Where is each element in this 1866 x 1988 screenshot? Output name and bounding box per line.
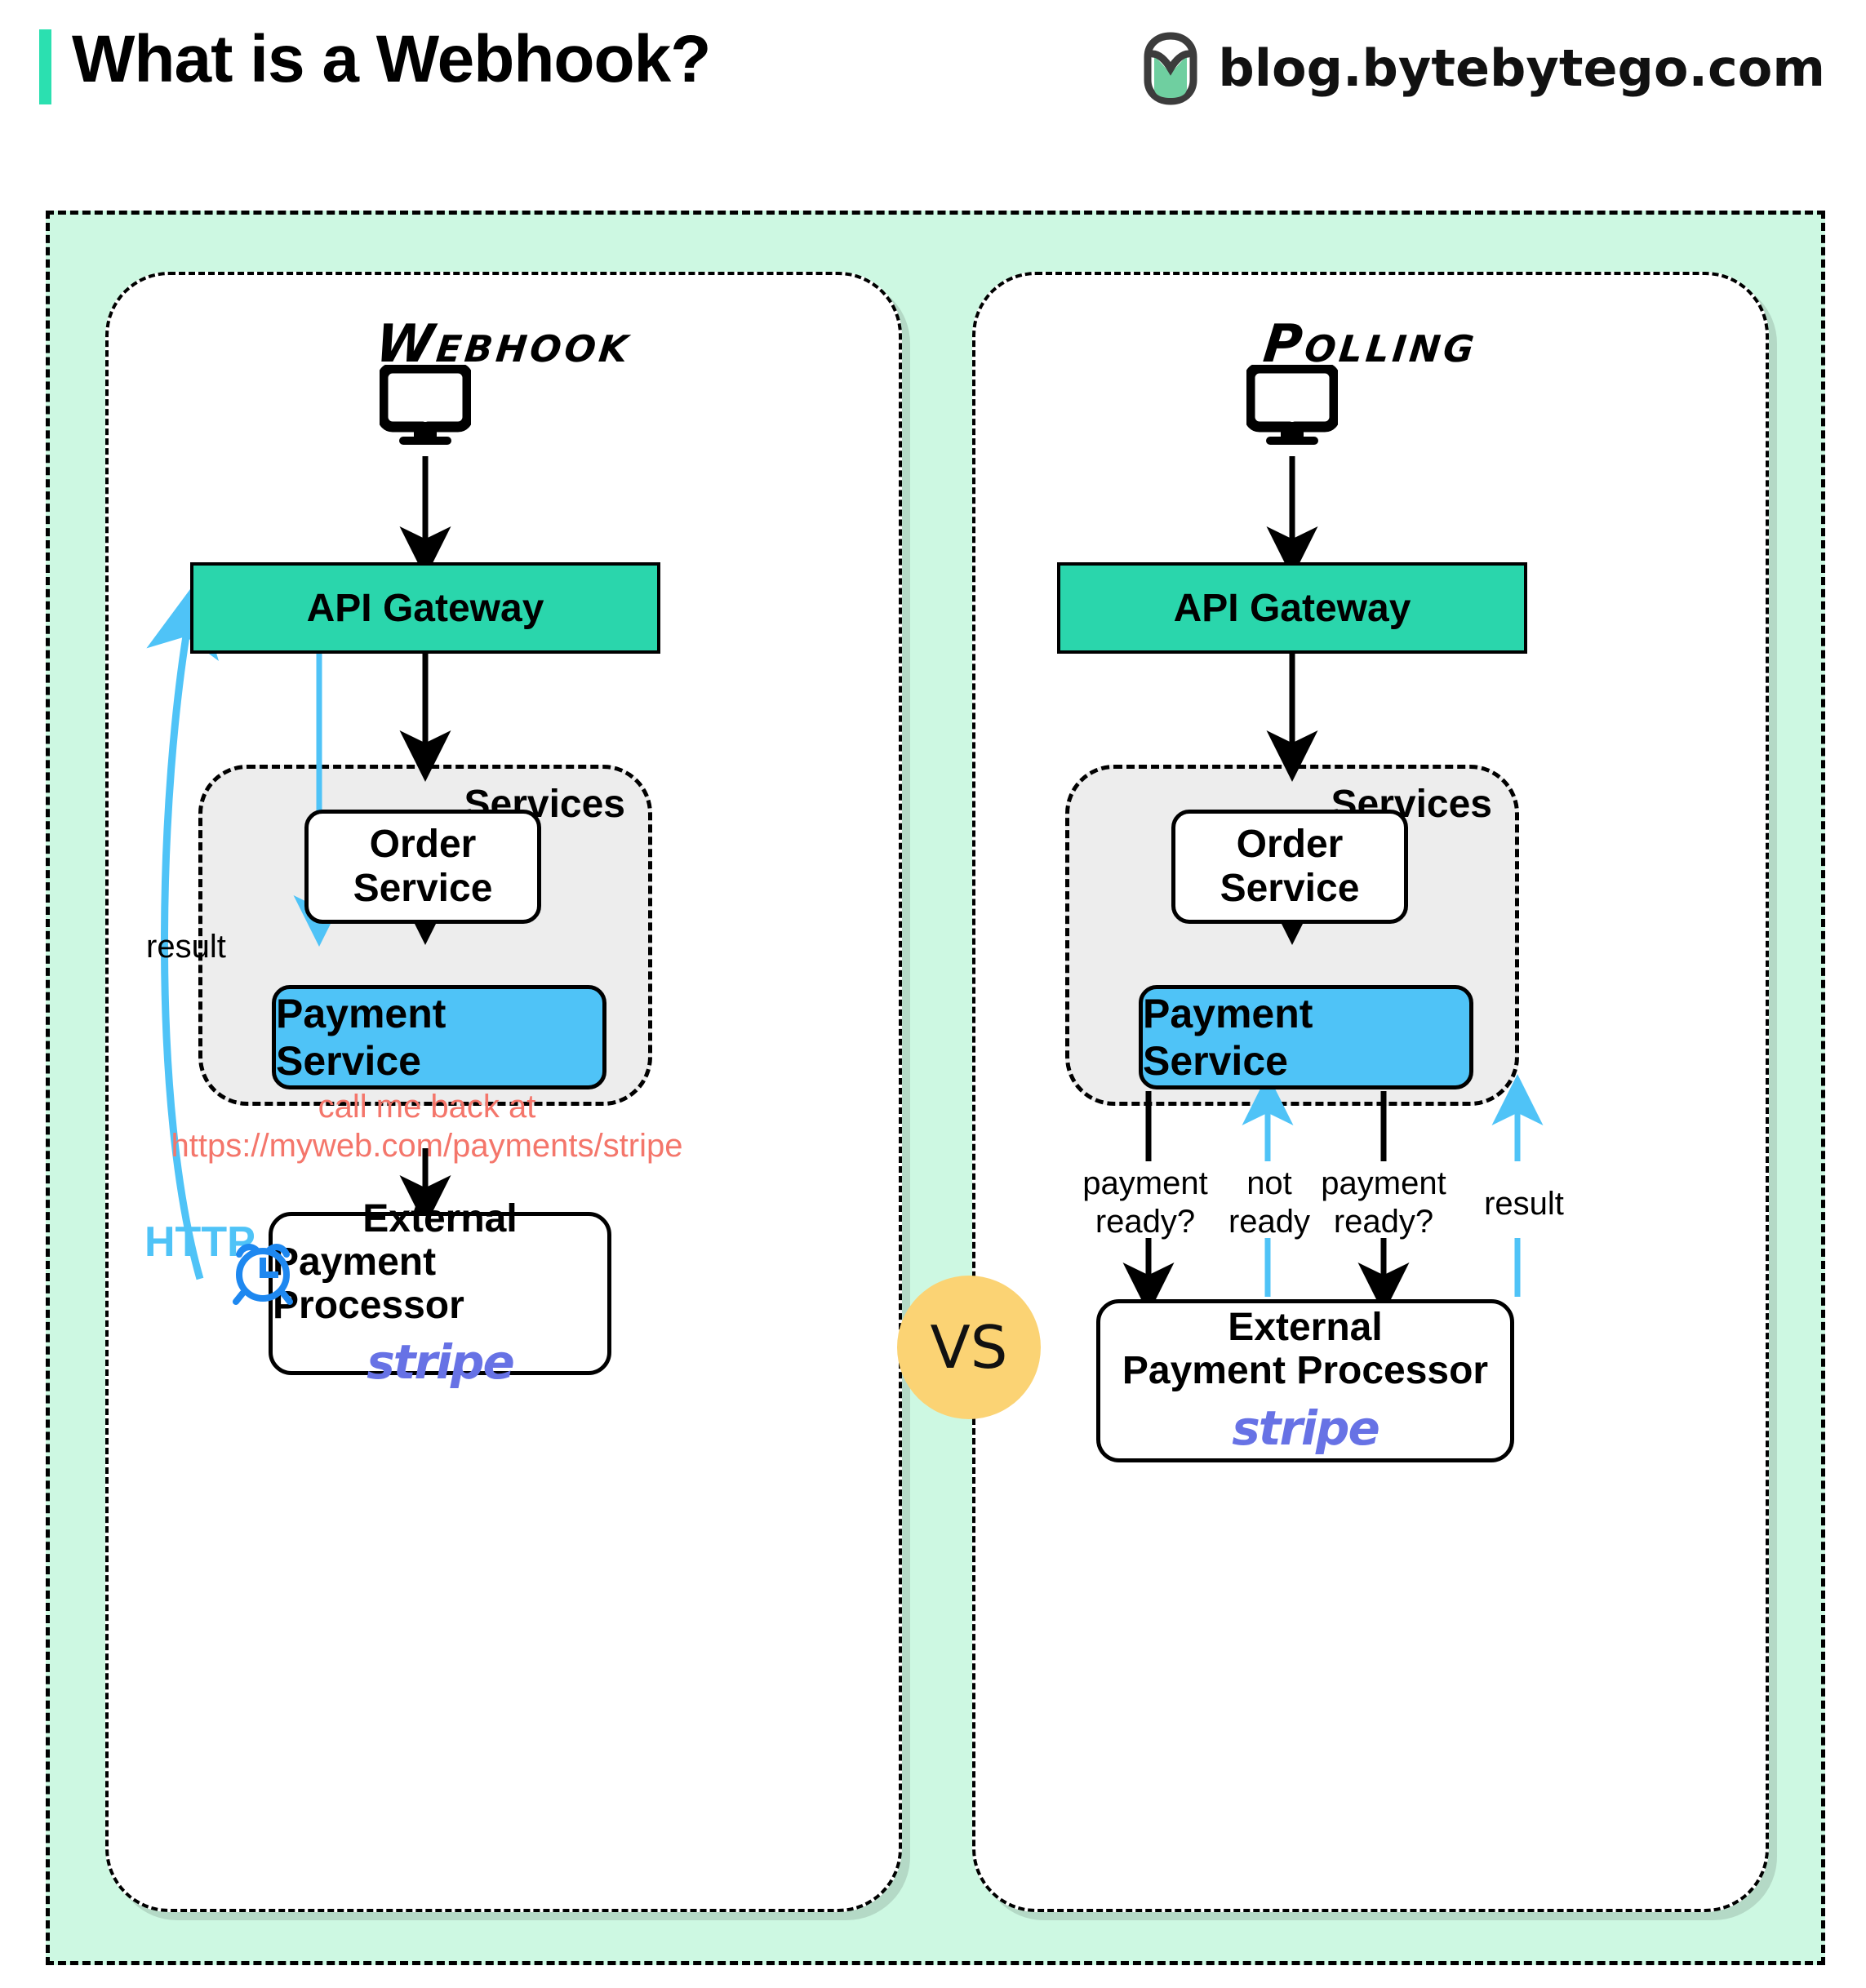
poll-label-2-line2: ready (1228, 1204, 1311, 1240)
polling-order-service-line2: Service (1220, 867, 1360, 910)
webhook-order-service-line2: Service (353, 867, 493, 910)
bytebytego-logo-icon (1141, 31, 1200, 105)
webhook-order-service[interactable]: Order Service (304, 810, 541, 924)
poll-label-3-line1: payment (1321, 1165, 1446, 1201)
webhook-panel: Webhook (105, 272, 902, 1912)
webhook-http-callback-arrow (146, 582, 220, 1280)
title-accent-bar (39, 29, 51, 104)
polling-external-line2: Payment Processor (1122, 1349, 1489, 1393)
alarm-clock-icon (228, 1236, 298, 1311)
webhook-api-gateway[interactable]: API Gateway (190, 562, 660, 654)
webhook-http-label: HTTP (144, 1218, 255, 1266)
polling-external-line1: External (1228, 1306, 1383, 1350)
polling-panel: Polling (972, 272, 1769, 1912)
webhook-payment-service[interactable]: Payment Service (272, 985, 606, 1089)
polling-order-service[interactable]: Order Service (1171, 810, 1408, 924)
comparison-panel: Webhook (46, 211, 1825, 1965)
brand-domain: blog.bytebytego.com (1218, 38, 1825, 98)
webhook-external-processor[interactable]: External Payment Processor stripe (269, 1197, 611, 1388)
poll-label-1-line2: ready? (1095, 1204, 1196, 1240)
webhook-client-monitor-icon (377, 362, 473, 450)
poll-label-3: payment ready? (1302, 1165, 1465, 1241)
poll-label-1-line1: payment (1082, 1165, 1208, 1201)
webhook-callback-line1: call me back at (318, 1089, 536, 1125)
brand-block: blog.bytebytego.com (1141, 31, 1825, 105)
poll-label-1: payment ready? (1064, 1165, 1227, 1241)
poll-label-4-line1: result (1484, 1186, 1564, 1222)
page-title: What is a Webhook? (72, 22, 711, 96)
webhook-external-line2: Payment Processor (273, 1240, 464, 1327)
poll-label-4: result (1459, 1185, 1589, 1223)
polling-api-gateway[interactable]: API Gateway (1057, 562, 1527, 654)
polling-connectors (1122, 456, 1544, 1314)
webhook-callback-note: call me back at https://myweb.com/paymen… (125, 1087, 729, 1165)
polling-client-monitor-icon (1244, 362, 1340, 450)
poll-label-3-line2: ready? (1333, 1204, 1434, 1240)
vs-badge: VS (897, 1276, 1041, 1419)
webhook-result-label: result (146, 929, 226, 965)
polling-external-processor[interactable]: External Payment Processor stripe (1096, 1299, 1514, 1462)
webhook-external-line1: External (362, 1196, 518, 1240)
poll-label-2: not ready (1212, 1165, 1326, 1241)
webhook-stripe-logo: stripe (367, 1334, 515, 1391)
webhook-callback-line2: https://myweb.com/payments/stripe (171, 1128, 683, 1164)
polling-order-service-line1: Order (1236, 823, 1344, 867)
webhook-order-service-line1: Order (369, 823, 477, 867)
poll-label-2-line1: not (1246, 1165, 1292, 1201)
polling-payment-service[interactable]: Payment Service (1139, 985, 1473, 1089)
polling-stripe-logo: stripe (1232, 1400, 1380, 1456)
